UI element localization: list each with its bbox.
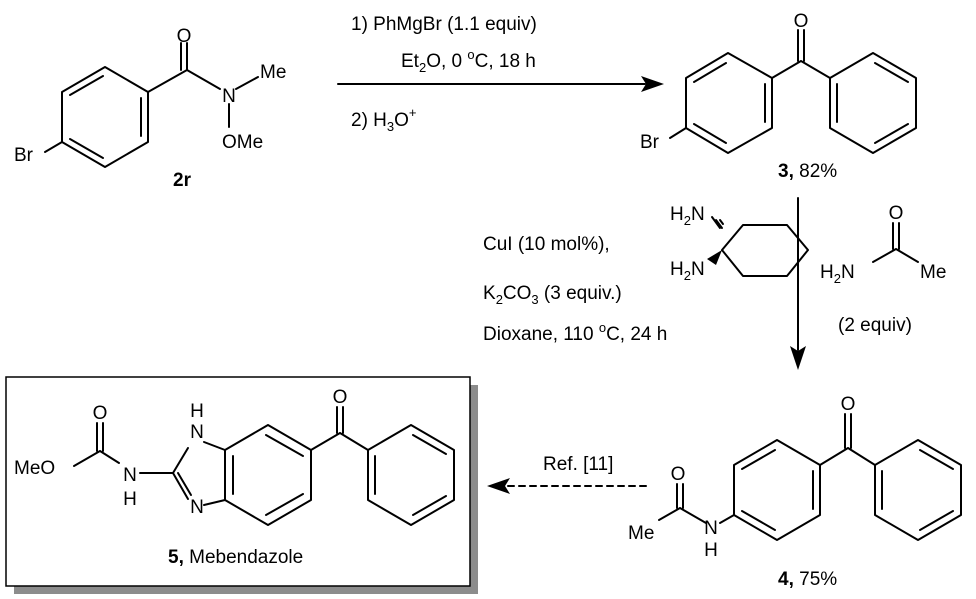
step2-amide-equiv: (2 equiv) [838, 315, 912, 336]
compound-3-label: 3, 82% [778, 161, 837, 182]
mebendazole-box [5, 376, 471, 587]
compound-4-amide-nitrogen: N [704, 518, 718, 539]
mebendazole-label: 5, Mebendazole [168, 547, 303, 568]
compound-2r-bromine: Br [14, 145, 34, 166]
compound-2r-structure: O N Me OMe Br [14, 26, 286, 168]
step3-reference: Ref. [11] [543, 454, 613, 475]
step1-condition-reagent: 1) PhMgBr (1.1 equiv) [351, 14, 537, 35]
diamine-ligand-hashed-bond [711, 216, 724, 229]
mebendazole-imidazole-nh-nitrogen: N [190, 422, 204, 443]
mebendazole-amide-nitrogen: N [123, 465, 137, 486]
compound-4-ring-left-inner [741, 449, 814, 531]
mebendazole-phenyl-ring-inner [374, 434, 447, 516]
compound-3-ring-left-inner [693, 62, 766, 144]
compound-3-ring-right-inner [836, 62, 909, 144]
step1-condition-workup: 2) H3O+ [351, 105, 417, 134]
mebendazole-ketone-oxygen: O [333, 387, 348, 408]
mebendazole-imidazole-nitrogen: N [190, 497, 204, 518]
step2-condition-catalyst: CuI (10 mol%), [483, 234, 610, 255]
compound-4-label: 4, 75% [778, 569, 837, 590]
acetamide-amine: H2N [820, 262, 855, 286]
compound-2r-label: 2r [173, 170, 192, 191]
mebendazole-imidazole-bonds [172, 441, 226, 506]
compound-2r-methyl: Me [260, 62, 286, 83]
compound-2r-side-bonds [44, 42, 259, 153]
acetamide-oxygen: O [889, 203, 904, 224]
compound-4-ring-right [874, 439, 962, 541]
acetamide-bonds [872, 222, 919, 263]
compound-4-carbonyl-bonds [819, 413, 876, 466]
acetamide-methyl: Me [920, 262, 946, 283]
compound-2r-oxygen: O [177, 26, 192, 47]
compound-3-carbonyl-bonds [669, 29, 831, 139]
compound-4-ring-left [733, 439, 821, 541]
compound-3-ring-right [829, 52, 917, 154]
mebendazole-methoxy: MeO [14, 458, 55, 479]
diamine-ligand-amine-bottom: H2N [670, 259, 705, 283]
step1-condition-solvent: Et2O, 0 oC, 18 h [401, 47, 536, 75]
diamine-ligand-ring [721, 224, 809, 277]
compound-3-bromine: Br [640, 132, 660, 153]
step1-arrowhead [641, 76, 664, 92]
step2-condition-base: K2CO3 (3 equiv.) [483, 283, 622, 307]
compound-4-structure: O O N H Me [628, 394, 962, 561]
compound-4-amide-hydrogen: H [704, 540, 718, 561]
mebendazole-carbamate-bonds [73, 422, 174, 474]
step3-arrowhead [487, 478, 510, 494]
diamine-ligand-amine-top: H2N [670, 204, 705, 228]
compound-4-amide-oxygen: O [671, 464, 686, 485]
compound-2r-ring [61, 66, 149, 168]
acetamide-structure: O H2N Me [820, 203, 946, 286]
mebendazole-benzo-ring-inner [232, 434, 304, 516]
compound-4-ketone-oxygen: O [841, 394, 856, 415]
mebendazole-phenyl-ring [367, 424, 455, 526]
mebendazole-imidazole-hydrogen: H [190, 401, 204, 422]
compound-3-ring-left [685, 52, 773, 154]
diamine-ligand-structure: H2N H2N [670, 204, 809, 283]
step2-arrowhead [790, 346, 806, 370]
step2-condition-solvent: Dioxane, 110 oC, 24 h [483, 320, 667, 345]
mebendazole-amide-hydrogen: H [123, 489, 137, 510]
mebendazole-carbamate-oxygen: O [93, 403, 108, 424]
diamine-ligand-wedge-bond [707, 250, 722, 265]
compound-2r-methoxy: OMe [222, 132, 263, 153]
compound-4-acetamide-bonds [658, 483, 735, 524]
compound-3-structure: O Br [640, 11, 917, 154]
compound-2r-ring-inner-bonds [69, 75, 142, 159]
compound-4-ring-right-inner [881, 449, 954, 531]
compound-2r-nitrogen: N [222, 86, 236, 107]
mebendazole-benzoyl-bonds [310, 406, 369, 451]
compound-4-methyl: Me [628, 523, 654, 544]
mebendazole-structure: O O MeO N H N H N [14, 387, 455, 526]
compound-3-oxygen: O [794, 11, 809, 32]
